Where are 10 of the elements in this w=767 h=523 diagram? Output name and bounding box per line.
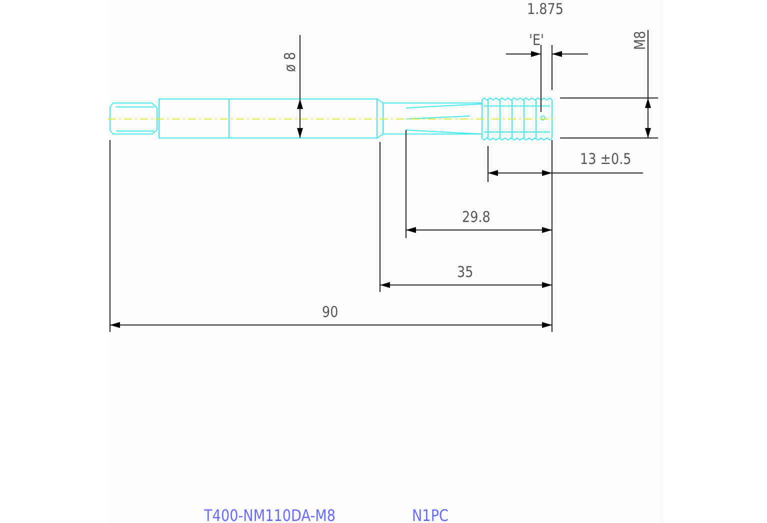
part-number: T400-NM110DA-M8 [204, 508, 336, 523]
dimension-value: 29.8 [462, 210, 490, 225]
datum-label: 'E' [529, 33, 544, 48]
dimension-value: 1.875 [527, 2, 564, 17]
dimension-value: 90 [322, 305, 338, 320]
dimension-value: 35 [457, 265, 474, 280]
part-code: N1PC [412, 508, 449, 523]
dimension-value: ø 8 [283, 52, 298, 72]
thread-size-label: M8 [633, 30, 648, 50]
dimension-value: 13 ±0.5 [580, 152, 632, 167]
